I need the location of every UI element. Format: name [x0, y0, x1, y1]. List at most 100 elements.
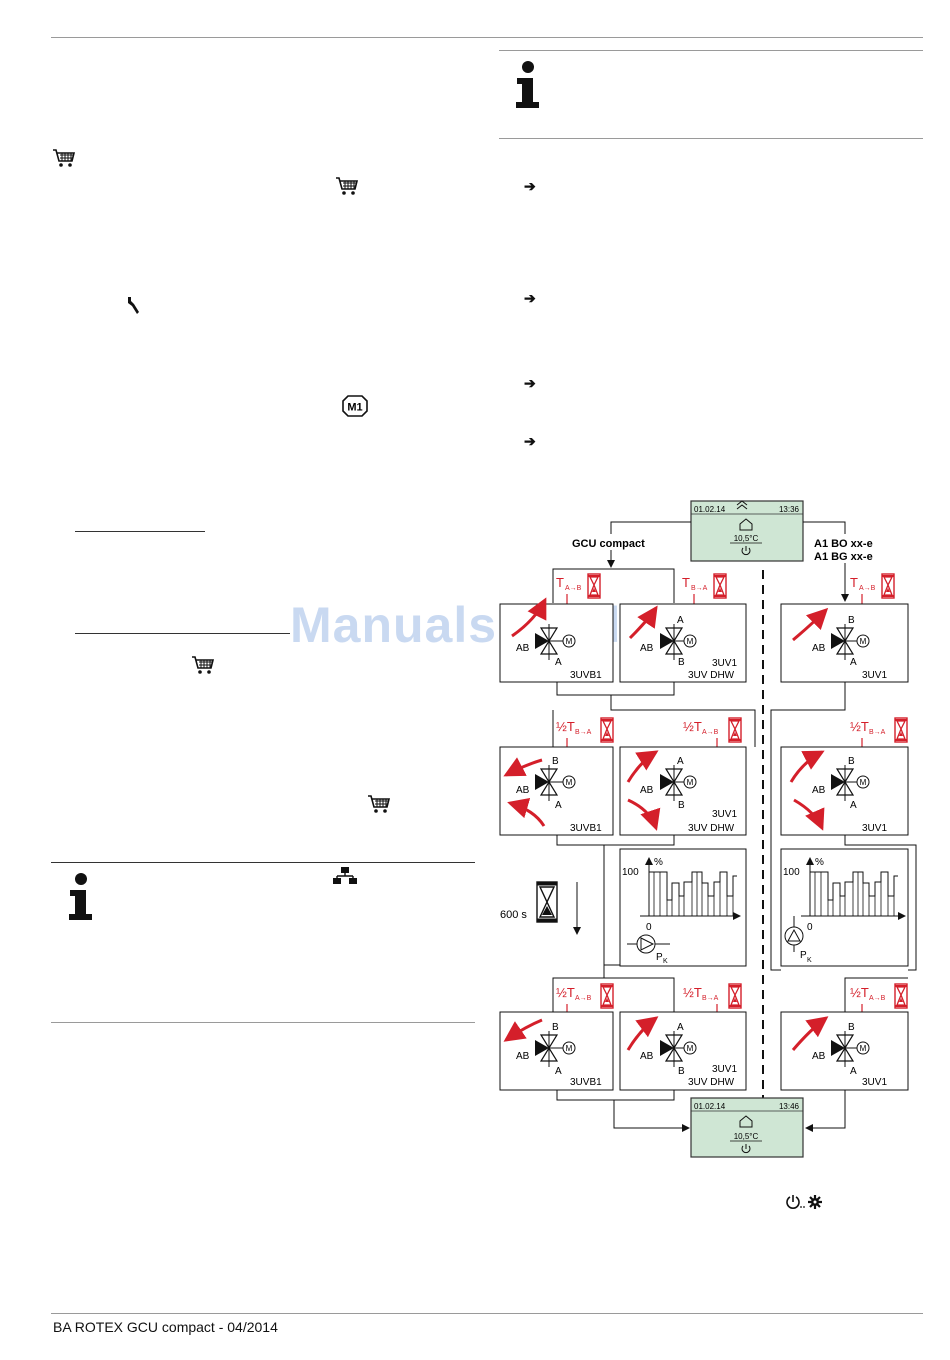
valve-box-3uv1-dhw-row2: M A AB B 3UV1 3UV DHW — [619, 746, 747, 836]
valve-label: 3UVB1 — [570, 670, 602, 681]
chart-y-label: % — [815, 857, 824, 868]
valve-box-3uv1-right-row1: M B AB A 3UV1 — [780, 603, 909, 683]
port-b: B — [552, 1022, 559, 1033]
motor-label: M — [687, 1044, 694, 1053]
pump-chart-right: % 100 0 P K — [780, 848, 909, 967]
timer-label: ½T — [683, 719, 702, 734]
section-underline-2 — [75, 633, 290, 634]
shopping-cart-icon — [53, 149, 76, 167]
valve-box-3uvb1-row1: M AB A 3UVB1 — [499, 597, 614, 683]
valve-box-3uv1-right-row2: M B AB A 3UV1 — [780, 746, 909, 836]
timer-label: ½T — [556, 719, 575, 734]
port-ab: AB — [640, 643, 654, 654]
valve-box-3uvb1-row3: M B AB A 3UVB1 — [499, 1011, 614, 1091]
motor-label: M — [687, 778, 694, 787]
valve-box-3uvb1-row2: M B AB A 3UVB1 — [499, 746, 614, 836]
port-ab: AB — [640, 1051, 654, 1062]
timer-sub: A→B — [565, 585, 582, 592]
info-icon — [69, 873, 92, 920]
info-icon — [516, 61, 539, 108]
port-a: A — [555, 800, 562, 811]
display-bottom-temp: 10,5°C — [734, 1132, 759, 1141]
valve-sequence-diagram: 01.02.14 13:36 10,5°C GCU compact A1 BO … — [499, 500, 917, 1158]
port-b: B — [848, 756, 855, 767]
shopping-cart-icon — [336, 177, 359, 195]
port-a: A — [850, 1066, 857, 1077]
network-icon — [333, 867, 357, 884]
valve-label: 3UVB1 — [570, 1077, 602, 1088]
timer-label: ½T — [683, 985, 702, 1000]
valve-label: 3UV DHW — [688, 823, 735, 834]
valve-label: 3UV1 — [862, 823, 887, 834]
label-a1-bo: A1 BO xx-e — [814, 538, 873, 550]
valve-label: 3UV1 — [862, 670, 887, 681]
timer-sub: B→A — [869, 729, 886, 736]
motor-label: M — [860, 637, 867, 646]
valve-box-3uv1-dhw-row3: M A AB B 3UV1 3UV DHW — [619, 1011, 747, 1091]
chart-y-label: % — [654, 857, 663, 868]
port-ab: AB — [812, 643, 826, 654]
info-box-bottom-rule-right — [499, 138, 923, 139]
top-rule — [51, 37, 923, 38]
display-top-date: 01.02.14 — [694, 505, 726, 514]
port-b: B — [678, 657, 685, 668]
port-a: A — [850, 657, 857, 668]
controller-display-bottom: 01.02.14 13:46 10,5°C — [690, 1097, 804, 1158]
chart-y-zero: 0 — [646, 922, 652, 933]
timer-label: T — [682, 575, 690, 590]
info-box-top-rule-left — [51, 862, 475, 863]
port-a: A — [555, 1066, 562, 1077]
timer-label: T — [850, 575, 858, 590]
pump-label: P — [656, 952, 663, 963]
right-arrow-icon: ➔ — [524, 290, 536, 306]
timer-label: ½T — [850, 985, 869, 1000]
pump-label: P — [800, 950, 807, 961]
right-arrow-icon: ➔ — [524, 178, 536, 194]
port-ab: AB — [812, 1051, 826, 1062]
port-ab: AB — [640, 785, 654, 796]
chart-y-max: 100 — [622, 867, 639, 878]
controller-display-top: 01.02.14 13:36 10,5°C — [690, 500, 804, 562]
port-b: B — [678, 800, 685, 811]
display-top-time: 13:36 — [779, 505, 800, 514]
timer-label: ½T — [556, 985, 575, 1000]
valve-box-3uv1-dhw-row1: M A AB B 3UV1 3UV DHW — [619, 603, 747, 683]
port-a: A — [850, 800, 857, 811]
port-a: A — [677, 1022, 684, 1033]
display-bottom-date: 01.02.14 — [694, 1102, 726, 1111]
power-gear-icon — [786, 1195, 822, 1209]
timer-sub: A→B — [702, 729, 719, 736]
label-a1-bg: A1 BG xx-e — [814, 551, 873, 563]
timer-label: ½T — [850, 719, 869, 734]
valve-label: 3UV1 — [712, 1064, 737, 1075]
info-box-top-rule-right — [499, 50, 923, 51]
timer-sub: A→B — [575, 995, 592, 1002]
wait-label: 600 s — [500, 909, 527, 921]
chart-y-zero: 0 — [807, 922, 813, 933]
pump-sub: K — [807, 957, 812, 964]
port-b: B — [848, 615, 855, 626]
port-ab: AB — [812, 785, 826, 796]
valve-label: 3UV DHW — [688, 1077, 735, 1088]
timer-sub: B→A — [575, 729, 592, 736]
port-b: B — [678, 1066, 685, 1077]
valve-label: 3UV DHW — [688, 670, 735, 681]
pump-chart-left: % 100 0 P K — [619, 848, 747, 967]
timer-sub: A→B — [859, 585, 876, 592]
label-gcu-compact: GCU compact — [572, 538, 645, 550]
port-ab: AB — [516, 643, 530, 654]
motor-label: M — [860, 1044, 867, 1053]
pump-sub: K — [663, 958, 668, 965]
motor-label: M — [566, 778, 573, 787]
footer-rule — [51, 1313, 923, 1314]
m1-badge-label: M1 — [347, 402, 362, 414]
valve-label: 3UVB1 — [570, 823, 602, 834]
chart-y-max: 100 — [783, 867, 800, 878]
port-a: A — [677, 615, 684, 626]
motor-label: M — [860, 778, 867, 787]
valve-label: 3UV1 — [862, 1077, 887, 1088]
display-top-temp: 10,5°C — [734, 534, 759, 543]
right-arrow-icon: ➔ — [524, 433, 536, 449]
port-a: A — [555, 657, 562, 668]
hourglass-wait-icon — [536, 881, 558, 923]
